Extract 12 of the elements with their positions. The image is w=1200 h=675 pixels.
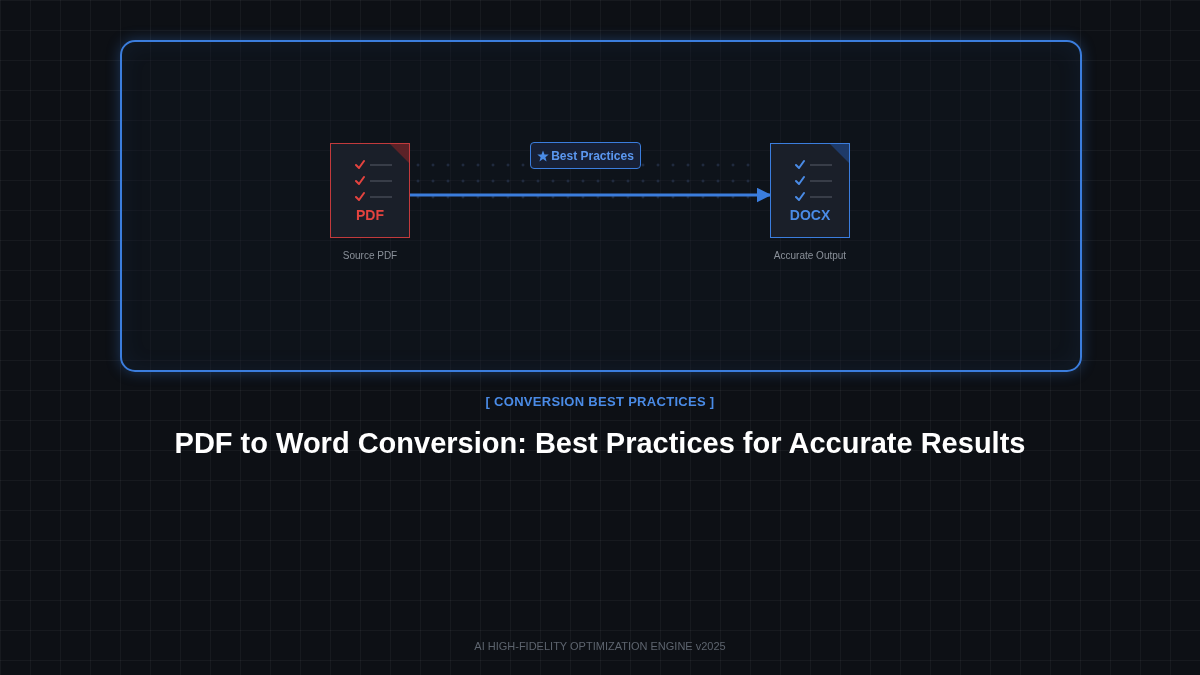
- node-label: Accurate Output: [773, 250, 847, 262]
- node-label: Source PDF: [342, 250, 398, 262]
- document-page: [770, 143, 850, 238]
- footer-note: AI HIGH-FIDELITY OPTIMIZATION ENGINE v2025: [474, 639, 726, 653]
- arrow: [410, 187, 772, 203]
- file-type-label: PDF: [356, 207, 384, 223]
- tag-chip: [530, 142, 641, 169]
- title: PDF to Word Conversion: Best Practices for Accurate Results: [174, 426, 1026, 461]
- section-kicker: [ CONVERSION BEST PRACTICES ]: [485, 394, 715, 410]
- document-page: [330, 143, 410, 238]
- file-type-label: DOCX: [789, 207, 831, 223]
- tag-label: Best Practices: [551, 148, 634, 163]
